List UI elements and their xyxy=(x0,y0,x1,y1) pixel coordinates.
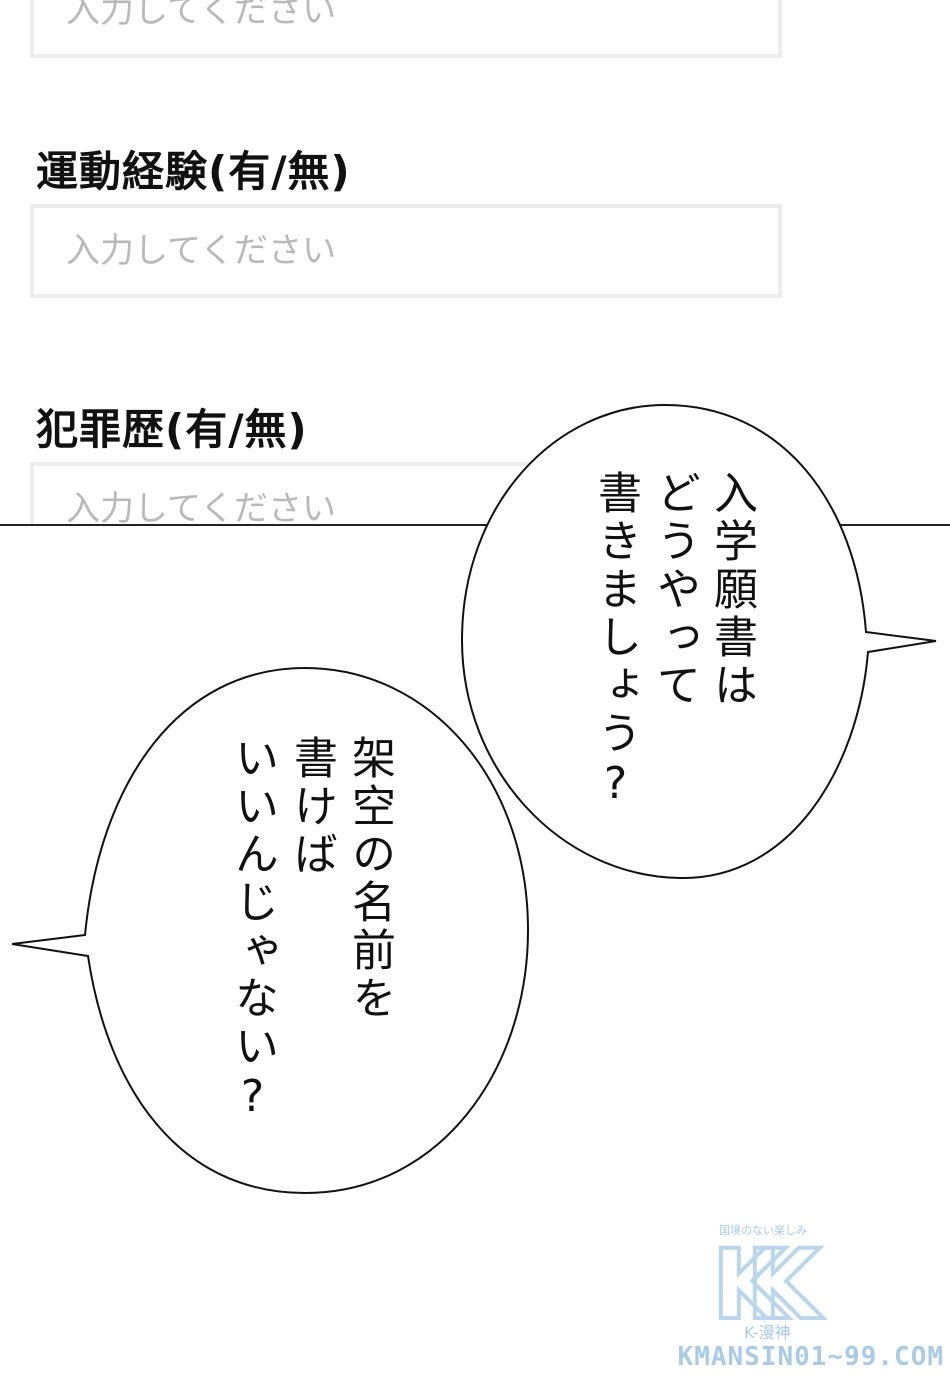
watermark-tagline: 国境のない楽しみ xyxy=(719,1223,807,1237)
form-panel: 運動経験(有/無) 犯罪歴(有/無) xyxy=(0,0,950,525)
right-bubble-line-2: どうやって xyxy=(649,470,700,710)
left-bubble-line-1: 架空の名前を xyxy=(344,735,395,1023)
exercise-experience-input[interactable] xyxy=(30,204,782,298)
watermark-k-glyph: K xyxy=(712,1229,790,1341)
left-speech-bubble xyxy=(11,666,530,1195)
right-bubble-line-3: 書きましょう? xyxy=(590,470,641,813)
watermark-domain: KMANSIN01~99.COM xyxy=(677,1342,944,1372)
panel-divider xyxy=(0,524,950,526)
right-speech-bubble xyxy=(460,403,937,880)
left-bubble-line-3: いいんじゃない? xyxy=(227,735,278,1126)
right-bubble-line-1: 入学願書は xyxy=(706,470,757,710)
exercise-experience-label: 運動経験(有/無) xyxy=(36,147,351,196)
watermark: 国境のない楽しみ K K K-漫神 KMANSIN01~99.COM xyxy=(624,1222,944,1372)
criminal-record-label: 犯罪歴(有/無) xyxy=(36,405,308,454)
watermark-brand: K-漫神 xyxy=(744,1323,791,1342)
left-bubble-line-2: 書けば xyxy=(286,735,337,879)
watermark-logo: 国境のない楽しみ K K K-漫神 xyxy=(710,1223,826,1343)
watermark-k-glyph-offset: K xyxy=(746,1229,824,1341)
previous-field-input[interactable] xyxy=(30,0,782,58)
